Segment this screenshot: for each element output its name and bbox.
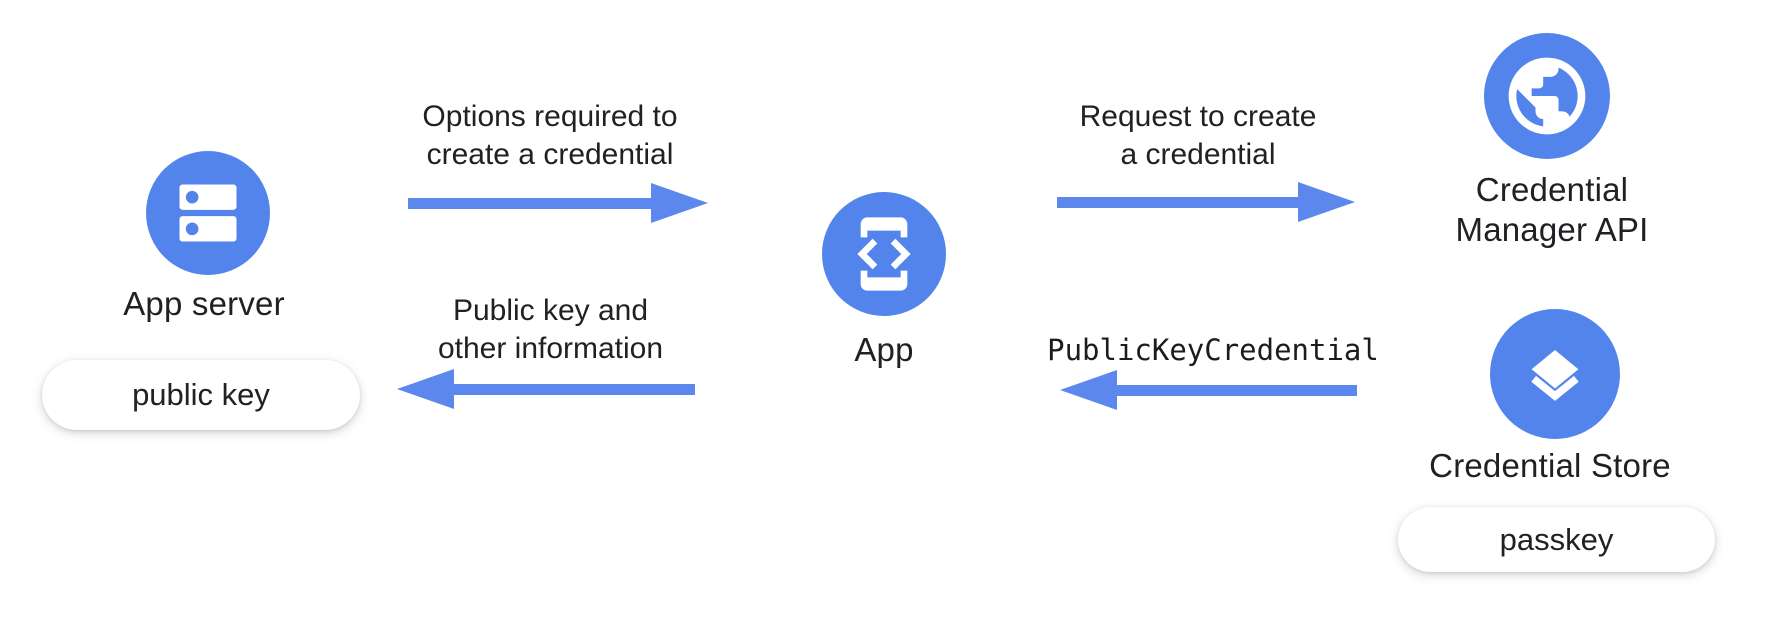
- arrow-head: [397, 369, 454, 409]
- phone-code-icon: [857, 217, 911, 291]
- credential-manager-api-node: [1484, 33, 1610, 159]
- arrow-shaft: [1117, 384, 1357, 396]
- passkey-pill: passkey: [1398, 507, 1715, 572]
- arrow-options-to-app: [408, 183, 708, 223]
- options-arrow-label: Options required to create a credential: [422, 100, 678, 171]
- arrow-head: [1298, 182, 1355, 222]
- layers-icon: [1531, 349, 1579, 401]
- credential-store-label: Credential Store: [1429, 447, 1671, 484]
- request-arrow-label: Request to create a credential: [1079, 100, 1317, 171]
- public-key-pill: public key: [42, 360, 360, 430]
- arrow-shaft: [1057, 196, 1298, 208]
- credential-manager-api-label: Credential Manager API: [1455, 171, 1649, 248]
- arrow-head: [1060, 370, 1117, 410]
- arrow-request-to-credential-manager: [1057, 182, 1355, 222]
- passkey-pill-label: passkey: [1499, 521, 1614, 557]
- app-label: App: [854, 331, 914, 368]
- arrow-head: [651, 183, 708, 223]
- credential-store-node: [1490, 309, 1620, 439]
- public-key-credential-arrow-label: PublicKeyCredential: [1047, 333, 1379, 367]
- public-key-pill-label: public key: [132, 377, 270, 412]
- app-server-node: [146, 151, 270, 275]
- arrow-shaft: [408, 197, 651, 209]
- server-icon: [179, 184, 237, 242]
- arrow-publickey-to-app-server: [397, 369, 695, 409]
- public-key-info-arrow-label: Public key and other information: [437, 294, 664, 365]
- arrow-publickeycredential-to-app: [1060, 370, 1357, 410]
- app-node: [822, 192, 946, 316]
- arrow-shaft: [454, 383, 695, 395]
- globe-icon: [1508, 57, 1586, 135]
- app-server-label: App server: [123, 285, 285, 322]
